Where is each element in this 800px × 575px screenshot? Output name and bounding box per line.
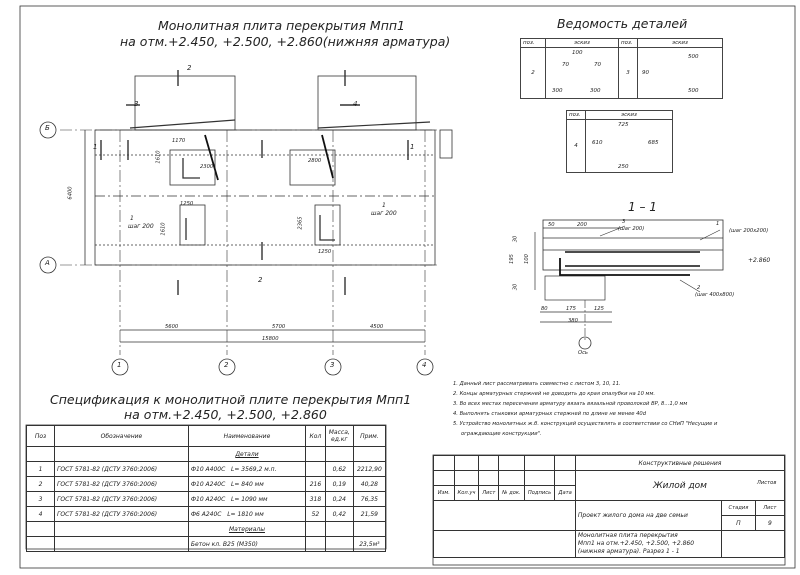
section-callout-1-note: (шаг 200х200)	[729, 228, 769, 234]
vedomost-sketch-3: 500 90 500	[637, 47, 723, 99]
plan-d2300: 2300	[200, 164, 214, 170]
plan-shag-1: шаг 200	[128, 223, 154, 230]
section-mark-2-top: 2	[187, 64, 192, 72]
dim-span-3: 4500	[370, 324, 384, 330]
note-5: 5. Устройство монолитных ж.б. конструкци…	[453, 421, 718, 427]
stamp-stage: П	[721, 515, 756, 531]
section-callout-3: 3	[622, 219, 626, 225]
section-mark-2-bottom: 2	[258, 276, 263, 284]
section-level: +2.860	[748, 257, 771, 264]
vedomost-sketch-2: 100 70 70 300 300	[545, 47, 619, 99]
section-title: 1 – 1	[628, 200, 657, 214]
section-dim-left-2: 195	[508, 254, 515, 264]
plan-d2800: 2800	[308, 158, 322, 164]
vedomost-table-3: поз.эскиз 4 725 610 685 250	[566, 110, 673, 173]
section-axis-label: Ось	[578, 350, 588, 356]
plan-title-line2: на отм.+2.450, +2.500, +2.860(нижняя арм…	[120, 34, 451, 49]
note-3: 3. Во всех местах пересечения арматуру в…	[453, 401, 688, 407]
notes-block: 1. Данный лист рассматривать совместно с…	[453, 379, 717, 439]
section-mark-4: 4	[353, 100, 358, 108]
plan-shag-2: шаг 200	[371, 210, 397, 217]
plan-d2365: 2365	[297, 216, 304, 230]
spec-table: Поз Обозначение Наименование Кол Масса, …	[26, 425, 387, 552]
spec-title-line2: на отм.+2.450, +2.500, +2.860	[124, 407, 327, 422]
section-dim-left-3: 100	[523, 254, 530, 264]
section-dim-left-1: 30	[512, 235, 519, 243]
axis-label-1: 1	[117, 361, 122, 369]
vedomost-table-1: поз.эскиз 2 100 70 70 300 300	[520, 38, 619, 99]
note-4: 4. Выполнять стыковки арматурных стержне…	[453, 411, 647, 417]
stamp-org: Конструктивные решения	[574, 455, 786, 471]
table-row: Бетон кл. В25 (М350) 23,5м³	[26, 536, 387, 552]
section-dim-top-2: 200	[577, 222, 587, 228]
vedomost-title: Ведомость деталей	[557, 16, 688, 31]
stamp-sheet: 9	[754, 515, 786, 531]
section-dim-left-4: 30	[512, 283, 519, 291]
section-dim-bottom-2: 175	[566, 306, 576, 312]
note-5-cont: ограждающие конструкции".	[461, 431, 542, 437]
section-callout-2-note: (шаг 400х800)	[695, 292, 735, 298]
section-callout-3-note: (шаг 200)	[618, 226, 645, 232]
stamp-project: Проект жилого дома на две семьи	[574, 500, 723, 531]
dim-height: 6400	[67, 186, 74, 200]
table-row: 1 ГОСТ 5781-82 (ДСТУ 3760:2006) Ф10 А400…	[26, 461, 387, 477]
plan-d1610: 1610	[155, 150, 162, 164]
plan-d1250a: 1250	[180, 201, 194, 207]
table-row: 3 ГОСТ 5781-82 (ДСТУ 3760:2006) Ф10 А240…	[26, 491, 387, 507]
axis-label-2: 2	[224, 361, 229, 369]
axis-label-a: А	[45, 259, 50, 267]
table-row: 2 ГОСТ 5781-82 (ДСТУ 3760:2006) Ф10 А240…	[26, 476, 387, 492]
title-block: Конструктивные решения Жилой дом Изм. Ко…	[433, 455, 786, 558]
sheet-frame	[19, 5, 796, 569]
note-2: 2. Концы арматурных стержней не доводить…	[453, 391, 656, 397]
plan-title-line1: Монолитная плита перекрытия Мпп1	[158, 18, 405, 33]
vedomost-table-2: поз.эскиз 3 500 90 500	[618, 38, 723, 99]
plan-d1250b: 1250	[318, 249, 332, 255]
stamp-sheet-title: Монолитная плита перекрытия Мпп1 на отм.…	[574, 530, 723, 558]
section-mark-3: 3	[134, 100, 139, 108]
axis-label-4: 4	[422, 361, 427, 369]
section-dim-bottom-3: 125	[594, 306, 604, 312]
stamp-sheets-header: Листов	[757, 480, 777, 486]
axis-label-3: 3	[330, 361, 335, 369]
section-dim-top-1: 50	[548, 222, 555, 228]
table-row: 4 ГОСТ 5781-82 (ДСТУ 3760:2006) Ф6 А240С…	[26, 506, 387, 522]
dim-total: 15800	[262, 336, 279, 342]
stamp-object: Жилой дом	[574, 470, 786, 501]
plan-n1a: 1	[130, 215, 134, 222]
plan-d1170: 1170	[172, 138, 186, 144]
axis-label-b: Б	[45, 124, 50, 132]
section-callout-1: 1	[716, 221, 720, 227]
section-mark-1-right: 1	[410, 143, 415, 151]
vedomost-sketch-4: 725 610 685 250	[585, 119, 673, 173]
section-dim-total: 380	[568, 318, 578, 324]
section-dim-bottom-1: 80	[541, 306, 548, 312]
plan-d1610b: 1610	[160, 222, 167, 236]
note-1: 1. Данный лист рассматривать совместно с…	[453, 381, 621, 387]
spec-header-row: Поз Обозначение Наименование Кол Масса, …	[26, 425, 387, 447]
dim-span-1: 5600	[165, 324, 179, 330]
section-callout-2: 2	[697, 285, 701, 291]
section-mark-1-left: 1	[93, 143, 98, 151]
plan-n1b: 1	[382, 202, 386, 209]
spec-title-line1: Спецификация к монолитной плите перекрыт…	[50, 392, 412, 407]
dim-span-2: 5700	[272, 324, 286, 330]
